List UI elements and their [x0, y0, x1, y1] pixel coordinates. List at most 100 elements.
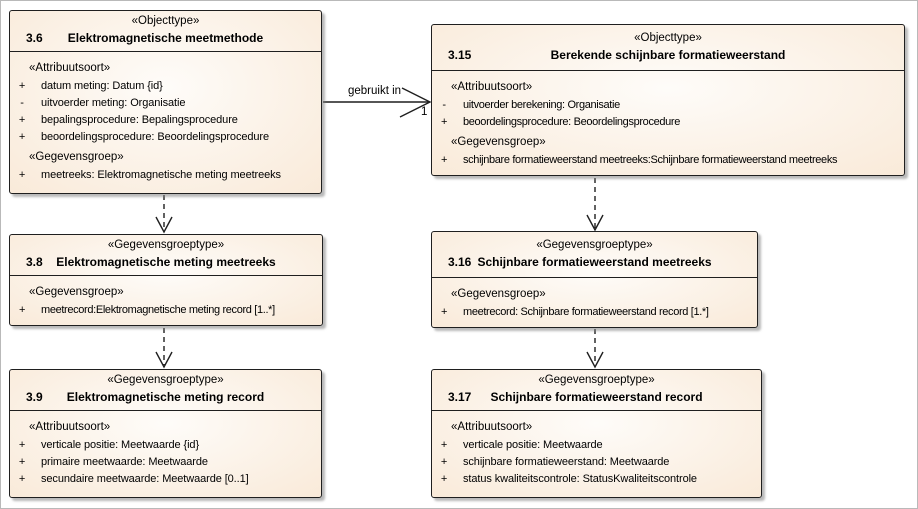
- box-body: «Attribuutsoort» + verticale positie: Me…: [432, 411, 761, 492]
- box-title-row: 3.6 Elektromagnetische meetmethode: [16, 29, 315, 47]
- class-box-elektromagnetische-meting-meetreeks[interactable]: «Gegevensgroeptype» 3.8 Elektromagnetisc…: [9, 234, 323, 326]
- attribute-text: meetrecord:Elektromagnetische meting rec…: [41, 304, 275, 316]
- attribute-text: uitvoerder meting: Organisatie: [41, 97, 186, 109]
- visibility-sign: +: [440, 116, 448, 128]
- visibility-sign: +: [440, 306, 448, 318]
- attribute-text: meetrecord: Schijnbare formatieweerstand…: [463, 306, 709, 318]
- box-title: Berekende schijnbare formatieweerstand: [550, 48, 786, 62]
- visibility-sign: +: [18, 80, 26, 92]
- section-label: «Gegevensgroep»: [451, 136, 546, 148]
- attribute-text: primaire meetwaarde: Meetwaarde: [41, 456, 208, 468]
- box-body: «Attribuutsoort» + datum meting: Datum {…: [10, 52, 321, 188]
- class-box-elektromagnetische-meting-record[interactable]: «Gegevensgroeptype» 3.9 Elektromagnetisc…: [9, 369, 322, 498]
- association-label: gebruikt in: [348, 85, 402, 97]
- section-label: «Attribuutsoort»: [451, 421, 533, 433]
- box-number: 3.16: [448, 255, 472, 269]
- box-header: «Gegevensgroeptype» 3.17 Schijnbare form…: [432, 370, 761, 411]
- class-box-schijnbare-formatieweerstand-record[interactable]: «Gegevensgroeptype» 3.17 Schijnbare form…: [431, 369, 762, 498]
- box-body: «Gegevensgroep» + meetrecord:Elektromagn…: [10, 276, 322, 323]
- visibility-sign: +: [18, 131, 26, 143]
- box-number: 3.17: [448, 390, 472, 404]
- attribute-row: - uitvoerder berekening: Organisatie: [437, 97, 899, 114]
- attribute-row: + verticale positie: Meetwaarde {id}: [15, 437, 316, 454]
- box-number: 3.9: [26, 390, 43, 404]
- attribute-row: + bepalingsprocedure: Bepalingsprocedure: [15, 112, 316, 129]
- box-title: Elektromagnetische meetmethode: [67, 31, 264, 45]
- attribute-text: bepalingsprocedure: Bepalingsprocedure: [41, 114, 238, 126]
- dependency-arrowhead: [586, 351, 604, 369]
- box-number: 3.15: [448, 48, 472, 62]
- section-label: «Gegevensgroep»: [29, 286, 124, 298]
- box-header: «Gegevensgroeptype» 3.16 Schijnbare form…: [432, 232, 757, 278]
- box-title-row: 3.8 Elektromagnetische meting meetreeks: [16, 253, 316, 271]
- visibility-sign: +: [18, 473, 26, 485]
- attribute-text: beoordelingsprocedure: Beoordelingsproce…: [463, 116, 680, 128]
- visibility-sign: +: [440, 456, 448, 468]
- section-label: «Attribuutsoort»: [29, 62, 111, 74]
- dependency-arrowhead: [155, 351, 173, 369]
- attribute-text: meetreeks: Elektromagnetische meting mee…: [41, 169, 281, 181]
- attribute-row: + meetrecord:Elektromagnetische meting r…: [15, 302, 317, 319]
- class-box-elektromagnetische-meetmethode[interactable]: «Objecttype» 3.6 Elektromagnetische meet…: [9, 10, 322, 194]
- attribute-text: datum meting: Datum {id}: [41, 80, 163, 92]
- visibility-sign: +: [440, 473, 448, 485]
- box-header: «Gegevensgroeptype» 3.9 Elektromagnetisc…: [10, 370, 321, 411]
- attribute-row: + schijnbare formatieweerstand: Meetwaar…: [437, 454, 756, 471]
- class-box-schijnbare-formatieweerstand-meetreeks[interactable]: «Gegevensgroeptype» 3.16 Schijnbare form…: [431, 231, 758, 328]
- attribute-row: - uitvoerder meting: Organisatie: [15, 95, 316, 112]
- attribute-row: + schijnbare formatieweerstand meetreeks…: [437, 152, 899, 169]
- box-title: Schijnbare formatieweerstand record: [490, 390, 703, 404]
- attribute-text: secundaire meetwaarde: Meetwaarde [0..1]: [41, 473, 249, 485]
- attribute-row: + secundaire meetwaarde: Meetwaarde [0..…: [15, 471, 316, 488]
- stereotype-label: «Gegevensgroeptype»: [536, 239, 653, 251]
- attribute-row: + primaire meetwaarde: Meetwaarde: [15, 454, 316, 471]
- attribute-row: + meetrecord: Schijnbare formatieweersta…: [437, 304, 752, 321]
- attribute-row: + verticale positie: Meetwaarde: [437, 437, 756, 454]
- box-header: «Objecttype» 3.6 Elektromagnetische meet…: [10, 11, 321, 52]
- box-body: «Attribuutsoort» - uitvoerder berekening…: [432, 71, 904, 173]
- attribute-row: + meetreeks: Elektromagnetische meting m…: [15, 167, 316, 184]
- stereotype-label: «Objecttype»: [131, 15, 200, 27]
- box-title: Elektromagnetische meting meetreeks: [56, 255, 276, 269]
- visibility-sign: +: [440, 154, 448, 166]
- attribute-text: uitvoerder berekening: Organisatie: [463, 99, 620, 111]
- box-body: «Attribuutsoort» + verticale positie: Me…: [10, 411, 321, 492]
- attribute-text: verticale positie: Meetwaarde: [463, 439, 603, 451]
- box-title-row: 3.16 Schijnbare formatieweerstand meetre…: [438, 253, 751, 271]
- attribute-text: verticale positie: Meetwaarde {id}: [41, 439, 200, 451]
- visibility-sign: +: [18, 169, 26, 181]
- stereotype-label: «Gegevensgroeptype»: [107, 239, 225, 251]
- stereotype-label: «Gegevensgroeptype»: [538, 374, 655, 386]
- visibility-sign: -: [442, 99, 446, 111]
- box-header: «Objecttype» 3.15 Berekende schijnbare f…: [432, 25, 904, 71]
- box-body: «Gegevensgroep» + meetrecord: Schijnbare…: [432, 278, 757, 325]
- box-title-row: 3.9 Elektromagnetische meting record: [16, 388, 315, 406]
- visibility-sign: -: [20, 97, 24, 109]
- visibility-sign: +: [18, 439, 26, 451]
- box-number: 3.6: [26, 31, 43, 45]
- visibility-sign: +: [440, 439, 448, 451]
- visibility-sign: +: [18, 456, 26, 468]
- attribute-row: + status kwaliteitscontrole: StatusKwali…: [437, 471, 756, 488]
- visibility-sign: +: [18, 114, 26, 126]
- section-label: «Attribuutsoort»: [29, 421, 111, 433]
- attribute-row: + datum meting: Datum {id}: [15, 78, 316, 95]
- dependency-arrowhead: [586, 214, 604, 232]
- class-box-berekende-schijnbare-formatieweerstand[interactable]: «Objecttype» 3.15 Berekende schijnbare f…: [431, 24, 905, 176]
- stereotype-label: «Gegevensgroeptype»: [107, 374, 224, 386]
- section-label: «Attribuutsoort»: [451, 81, 533, 93]
- section-label: «Gegevensgroep»: [29, 151, 124, 163]
- box-header: «Gegevensgroeptype» 3.8 Elektromagnetisc…: [10, 235, 322, 276]
- box-title: Elektromagnetische meting record: [66, 390, 265, 404]
- multiplicity-label: 1: [421, 106, 428, 118]
- stereotype-label: «Objecttype»: [634, 32, 702, 44]
- attribute-text: status kwaliteitscontrole: StatusKwalite…: [463, 473, 697, 485]
- section-label: «Gegevensgroep»: [451, 288, 546, 300]
- attribute-row: + beoordelingsprocedure: Beoordelingspro…: [437, 114, 899, 131]
- attribute-text: schijnbare formatieweerstand meetreeks:S…: [463, 154, 838, 166]
- dependency-arrowhead: [155, 216, 173, 234]
- box-number: 3.8: [26, 255, 43, 269]
- box-title-row: 3.15 Berekende schijnbare formatieweerst…: [438, 46, 898, 64]
- attribute-text: beoordelingsprocedure: Beoordelingsproce…: [41, 131, 269, 143]
